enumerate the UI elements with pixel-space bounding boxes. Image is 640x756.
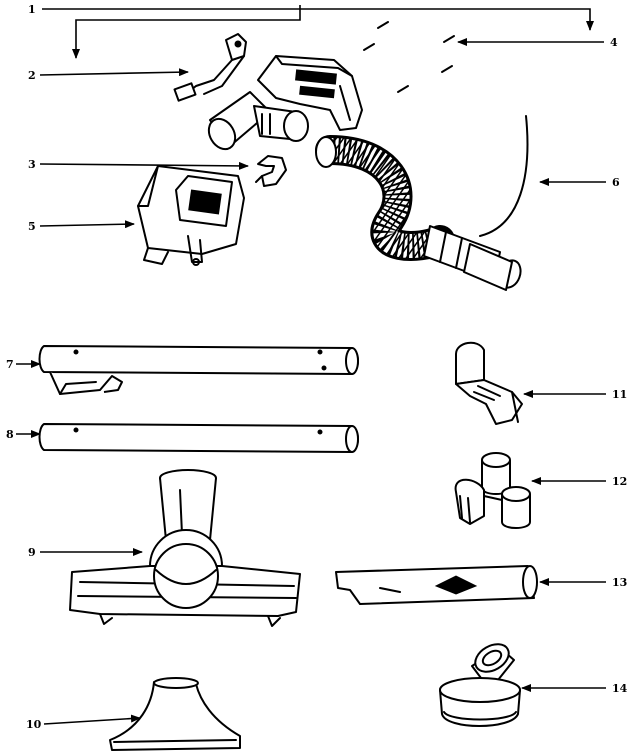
callout-11: 11 xyxy=(612,388,627,401)
callout-13: 13 xyxy=(612,576,627,589)
leader-lines xyxy=(16,5,606,725)
leader-2 xyxy=(39,68,189,77)
leader-10 xyxy=(43,714,141,725)
part-9-floor-tool xyxy=(69,469,301,627)
leader-5 xyxy=(39,220,135,229)
callout-10: 10 xyxy=(26,718,42,731)
leader-1 xyxy=(42,5,590,30)
callout-5: 5 xyxy=(28,220,36,233)
part-13-crevice-tool xyxy=(335,565,538,605)
callout-4: 4 xyxy=(610,36,618,49)
callout-2: 2 xyxy=(28,69,36,82)
callout-9: 9 xyxy=(28,546,36,559)
callout-7: 7 xyxy=(6,358,14,371)
part-5-cover xyxy=(137,165,245,266)
callout-8: 8 xyxy=(6,428,14,441)
callout-3: 3 xyxy=(28,158,36,171)
callout-1: 1 xyxy=(28,3,36,16)
part-11-wand-clip xyxy=(455,341,523,425)
part-7-wand-with-clip xyxy=(38,345,359,395)
part-1-hose-housing xyxy=(207,55,363,151)
callout-14: 14 xyxy=(612,682,628,695)
part-12-tool-holder xyxy=(454,452,531,529)
part-10-upholstery-tool xyxy=(109,677,241,751)
part-2-latch-clip xyxy=(173,33,247,102)
callout-6: 6 xyxy=(612,176,620,189)
callout-12: 12 xyxy=(612,475,627,488)
part-3-hook-clip xyxy=(255,155,287,187)
part-14-dusting-brush xyxy=(439,643,521,727)
part-4-screws xyxy=(363,21,455,93)
leader-3 xyxy=(39,161,249,170)
leader-1-branch xyxy=(72,9,301,59)
part-6-flex-hose xyxy=(315,115,529,291)
part-8-wand xyxy=(38,423,359,453)
